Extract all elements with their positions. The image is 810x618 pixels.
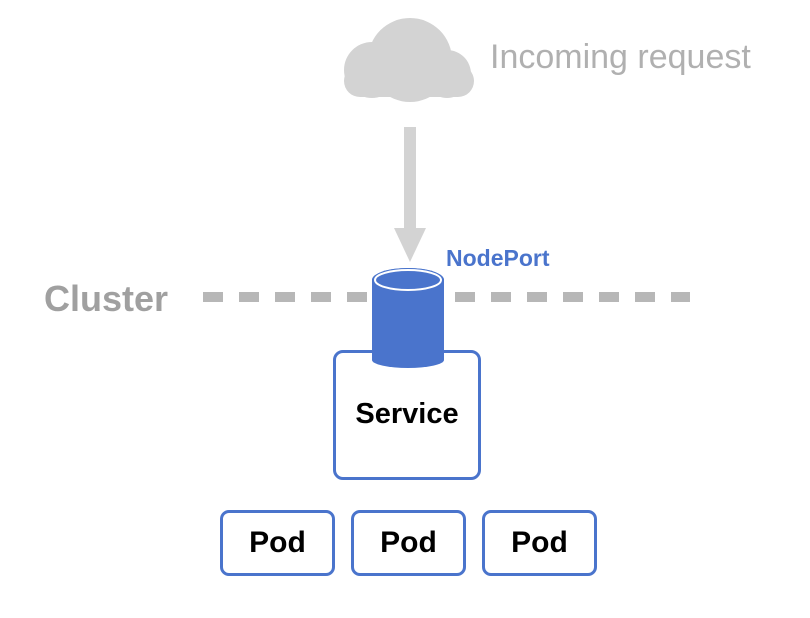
- pod-box-3: Pod: [482, 510, 597, 576]
- cluster-label: Cluster: [44, 278, 169, 319]
- cloud-icon: [344, 18, 474, 102]
- pod-label-1: Pod: [249, 526, 306, 559]
- request-arrow: [394, 127, 426, 262]
- pod-box-2: Pod: [351, 510, 466, 576]
- nodeport-cylinder-overlay-icon: [372, 268, 444, 368]
- service-box: [333, 350, 481, 480]
- nodeport-label: NodePort: [446, 245, 550, 271]
- service-label: Service: [355, 398, 459, 430]
- pod-box-1: Pod: [220, 510, 335, 576]
- pod-label-3: Pod: [511, 526, 568, 559]
- incoming-request-label: Incoming request: [490, 38, 751, 76]
- pod-label-2: Pod: [380, 526, 437, 559]
